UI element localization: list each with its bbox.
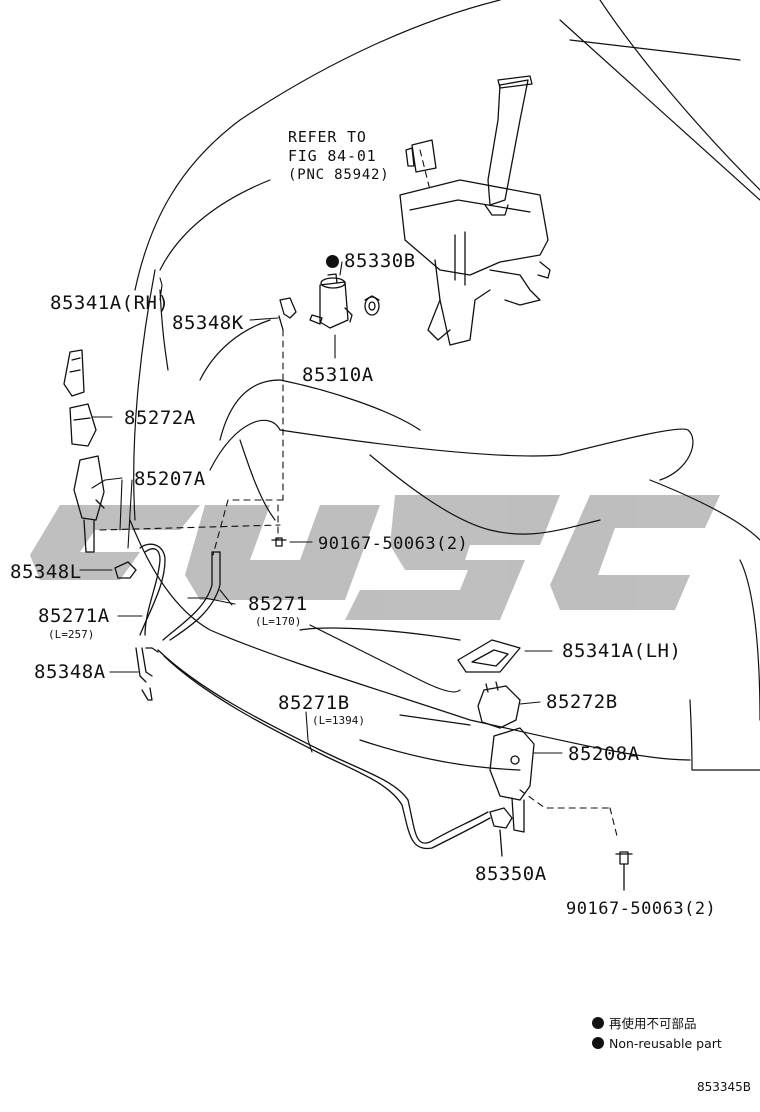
label-85348K[interactable]: 85348K <box>172 312 244 334</box>
label-bolt-upper[interactable]: 90167-50063(2) <box>318 534 469 554</box>
label-85271A-length: (L=257) <box>48 628 95 641</box>
label-85348L[interactable]: 85348L <box>10 561 82 583</box>
non-reusable-dot-icon <box>592 1017 604 1029</box>
washer-reservoir <box>399 75 551 346</box>
label-85271A[interactable]: 85271A <box>38 605 110 627</box>
legend-jp-text: 再使用不可部品 <box>609 1016 697 1031</box>
dashed-assembly-lines <box>99 149 619 841</box>
refer-note-line2: FIG 84-01 <box>288 147 377 165</box>
bracket-85272A <box>69 403 97 447</box>
grommet <box>364 295 380 316</box>
label-85310A[interactable]: 85310A <box>302 364 374 386</box>
vehicle-outline <box>129 0 760 771</box>
label-85271-length: (L=170) <box>255 615 302 628</box>
connector-85348L <box>114 561 137 579</box>
hoses <box>135 543 491 850</box>
refer-note-line3: (PNC 85942) <box>288 167 390 183</box>
refer-note-line1: REFER TO <box>288 128 367 146</box>
label-bolt-lower[interactable]: 90167-50063(2) <box>566 899 717 919</box>
label-85208A[interactable]: 85208A <box>568 743 640 765</box>
label-85341A-rh[interactable]: 85341A(RH) <box>50 292 170 314</box>
reference-part-85942 <box>405 139 437 173</box>
connector-85348K <box>278 297 297 331</box>
label-85350A[interactable]: 85350A <box>475 863 547 885</box>
nozzle-85207A <box>73 455 105 553</box>
label-85207A[interactable]: 85207A <box>134 468 206 490</box>
legend-jp: 再使用不可部品 <box>592 1016 697 1032</box>
legend-en-text: Non-reusable part <box>609 1036 722 1051</box>
cover-85341A-rh <box>63 349 85 397</box>
watermark <box>30 495 720 620</box>
non-reusable-dot-icon <box>592 1037 604 1049</box>
figure-number: 853345B <box>697 1080 752 1094</box>
joint-85350A <box>489 807 513 857</box>
non-reusable-dot-icon <box>326 255 339 268</box>
label-85271[interactable]: 85271 <box>248 593 308 615</box>
washer-pump <box>309 273 353 329</box>
leader-lines <box>79 261 563 754</box>
bolts <box>271 537 633 891</box>
label-85330B[interactable]: 85330B <box>326 250 416 272</box>
legend-en: Non-reusable part <box>592 1036 722 1052</box>
label-85341A-lh[interactable]: 85341A(LH) <box>562 640 682 662</box>
label-85272A[interactable]: 85272A <box>124 407 196 429</box>
cover-85341A-lh <box>457 639 521 673</box>
label-85272B[interactable]: 85272B <box>546 691 618 713</box>
bracket-85272B <box>477 681 521 729</box>
label-85271B[interactable]: 85271B <box>278 692 350 714</box>
label-85271B-length: (L=1394) <box>312 714 365 727</box>
label-85348A[interactable]: 85348A <box>34 661 106 683</box>
label-85330B-text: 85330B <box>344 250 416 272</box>
nozzle-85208A <box>489 727 535 833</box>
